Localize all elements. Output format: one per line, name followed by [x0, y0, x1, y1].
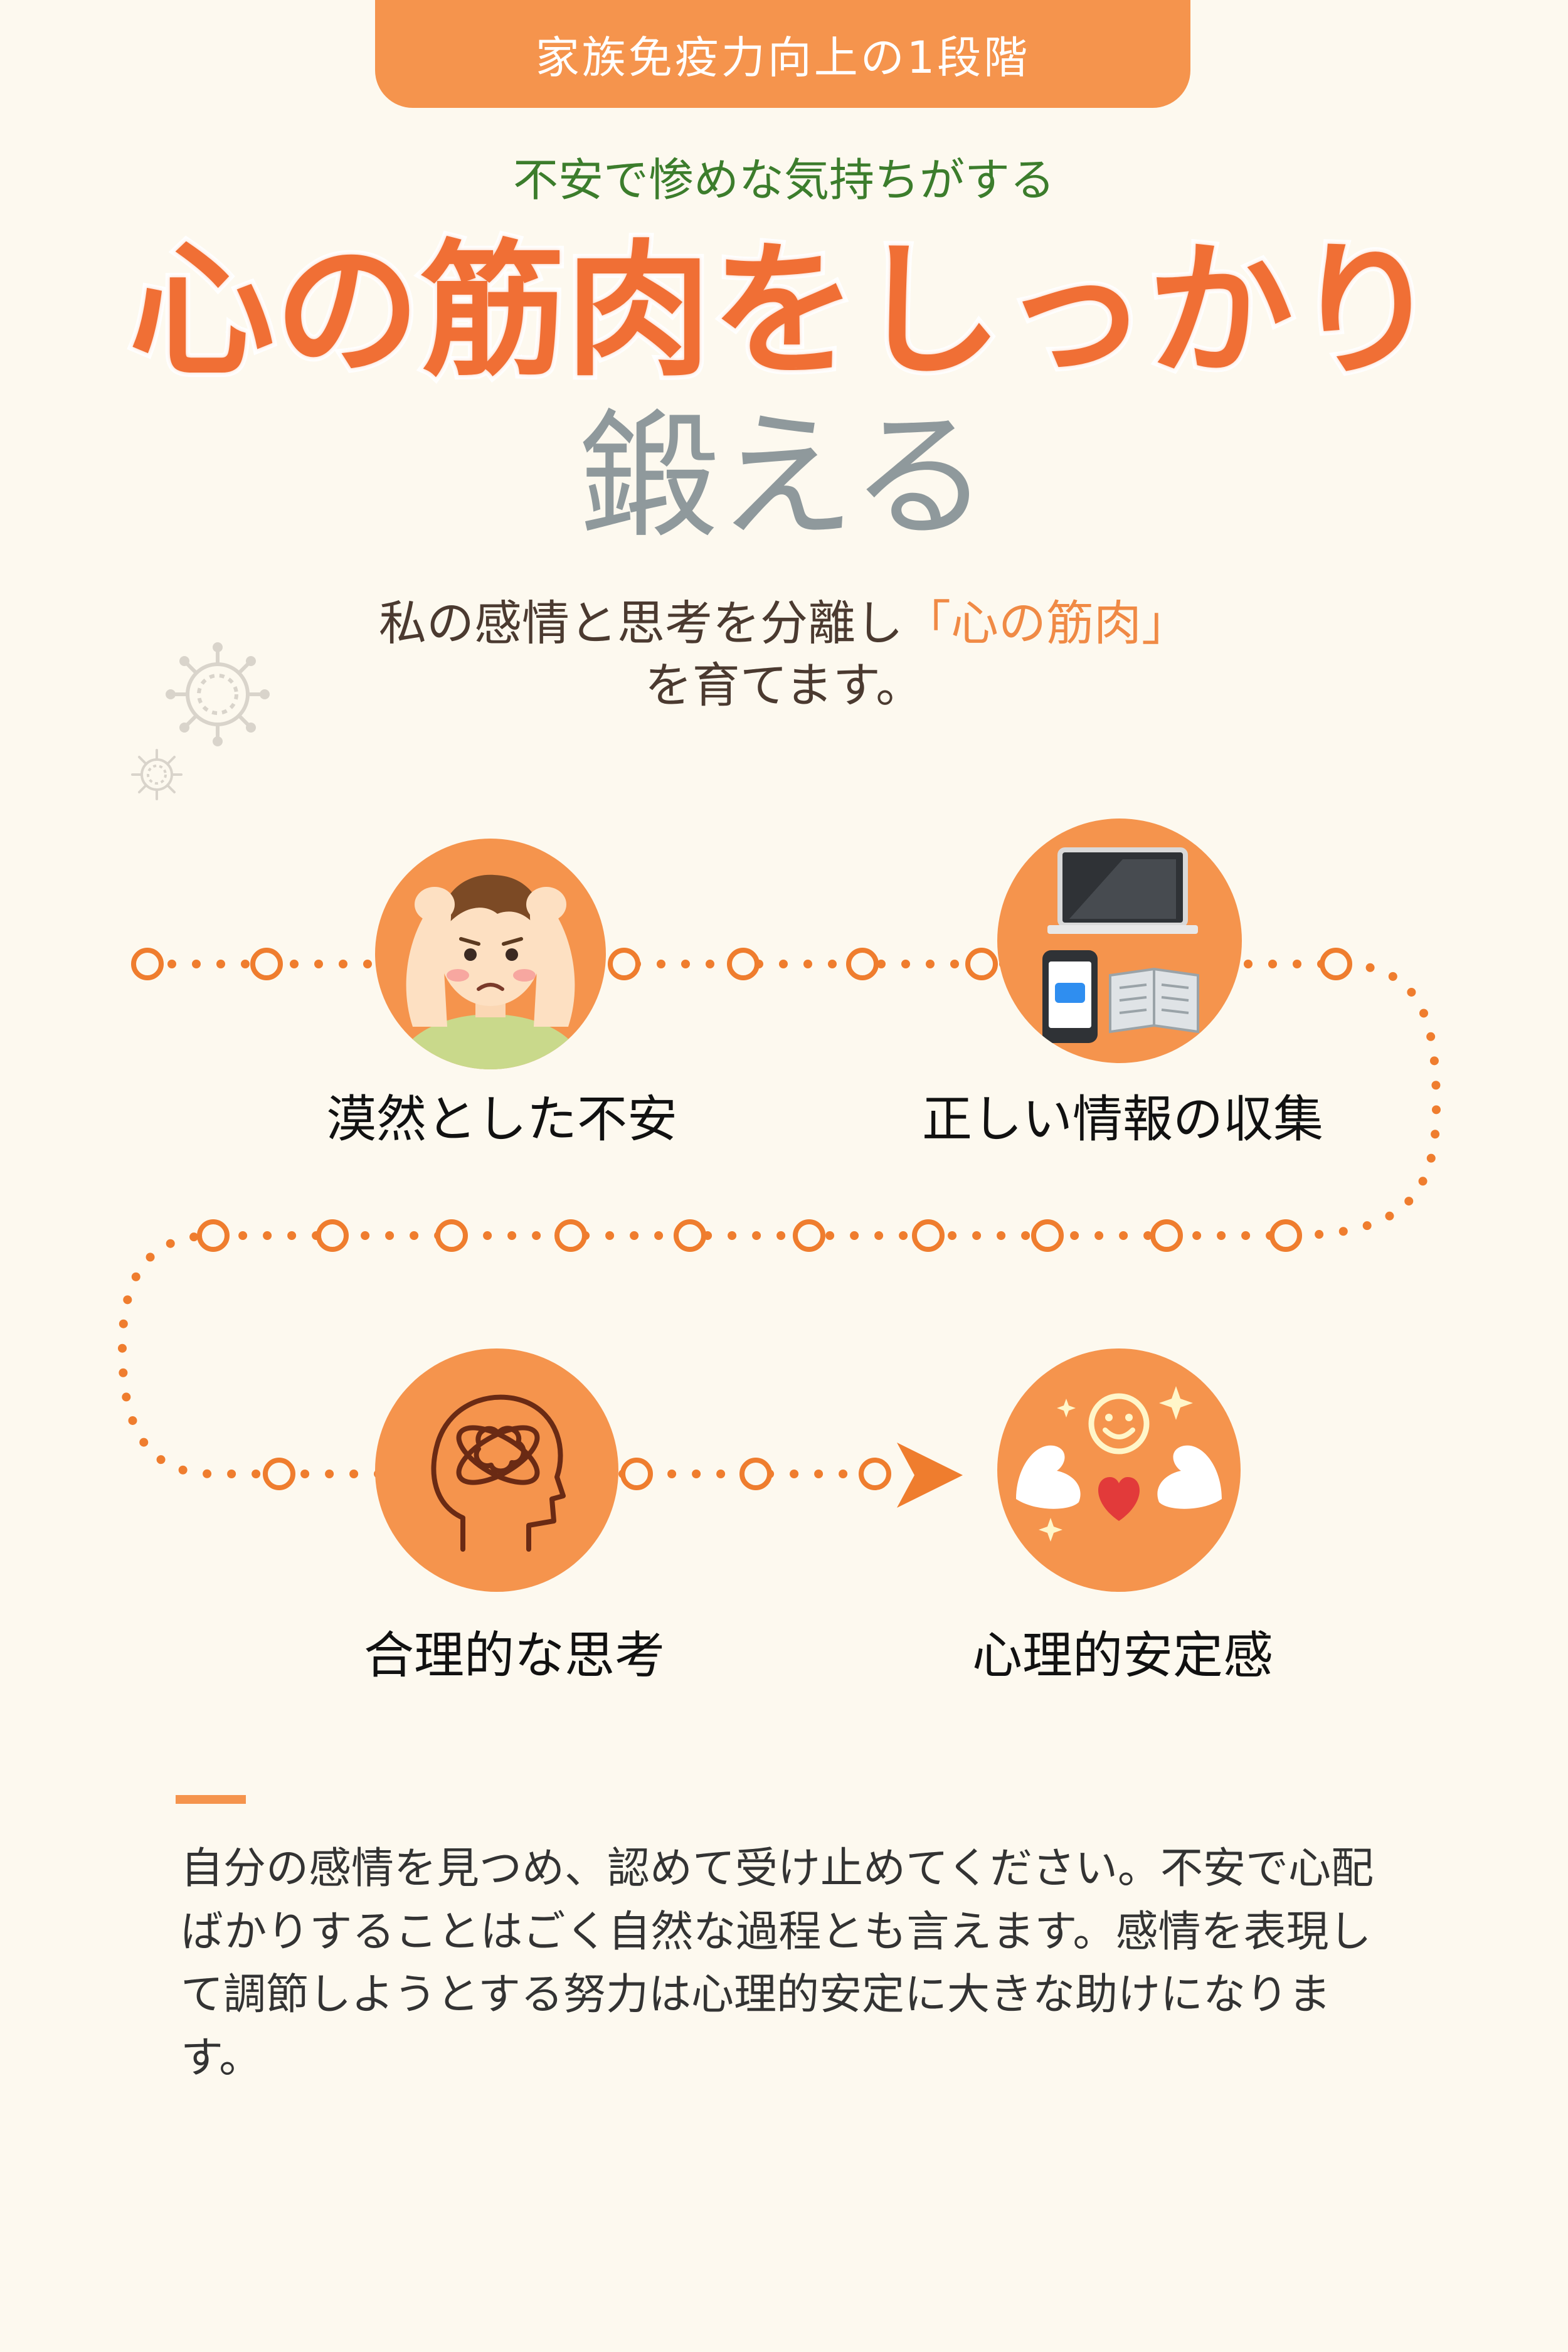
- brain-head-icon: [431, 1394, 566, 1552]
- lead-highlight: 「心の筋肉」: [903, 595, 1189, 651]
- step-1-label: 漠然とした不安: [326, 1090, 677, 1148]
- step-2-label: 正しい情報の収集: [922, 1090, 1323, 1148]
- step-3-icon-circle: [375, 1348, 618, 1592]
- step-1-icon-circle: [375, 839, 606, 1069]
- lead-text-before: 私の感情と思考を分離し: [379, 595, 903, 651]
- step-4-icon-circle: [997, 1348, 1241, 1592]
- arrow-head-icon: [897, 1443, 963, 1508]
- strong-smile-heart-icon: [1016, 1386, 1222, 1542]
- accent-divider: [176, 1795, 246, 1804]
- body-paragraph: 自分の感情を見つめ、認めて受け止めてください。不安で心配ばかりすることはごく自然…: [181, 1844, 1374, 2083]
- virus-icon-small: [131, 749, 183, 800]
- step-3-label: 合理的な思考: [364, 1626, 665, 1685]
- lead-text: 私の感情と思考を分離し「心の筋肉」 を育てます。: [0, 593, 1568, 717]
- lead-text-after: を育てます。: [644, 657, 924, 713]
- header-tab-label: 家族免疫力向上の1段階: [535, 31, 1030, 83]
- title-line-1: 心の筋肉をしっかり: [125, 226, 1443, 396]
- worried-person-icon: [396, 874, 585, 1069]
- virus-icon: [166, 642, 270, 746]
- step-4-label: 心理的安定感: [972, 1626, 1273, 1685]
- step-2-icon-circle: [997, 818, 1242, 1063]
- devices-news-icon: [1042, 847, 1199, 1043]
- title-line-2: 鍛える: [579, 396, 989, 557]
- header-tab: 家族免疫力向上の1段階: [375, 0, 1190, 108]
- subtitle: 不安で惨めな気持ちがする: [512, 154, 1055, 206]
